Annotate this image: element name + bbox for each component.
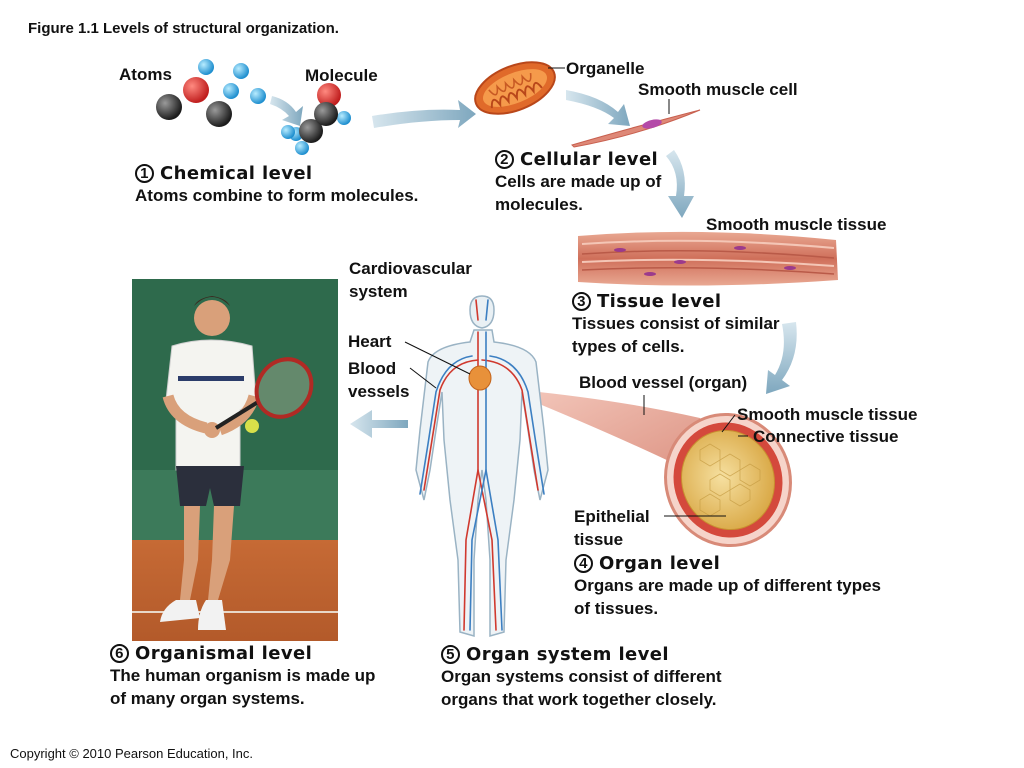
connective-tissue-label: Connective tissue [753, 427, 899, 446]
level-5-heading: 5 Organ system level [441, 644, 722, 665]
blood-vessel-illustration [520, 390, 792, 548]
molecule-label: Molecule [305, 66, 378, 85]
level-2-number: 2 [495, 150, 514, 169]
level-2-description-line1: Cells are made up of [495, 172, 662, 191]
level-1-number: 1 [135, 164, 154, 183]
level-3-title: Tissue level [597, 291, 722, 312]
level-4-description-line2: of tissues. [574, 599, 659, 618]
level-3-block: 3 Tissue level Tissues consist of simila… [572, 291, 780, 358]
atoms-label: Atoms [119, 65, 172, 84]
level-3-heading: 3 Tissue level [572, 291, 780, 312]
level-3-description-line2: types of cells. [572, 337, 685, 356]
level-1-title: Chemical level [160, 163, 313, 184]
atoms-illustration [156, 59, 266, 127]
level-5-description-line1: Organ systems consist of different [441, 667, 722, 686]
atom-carbon [156, 94, 182, 120]
level-6-block: 6 Organismal level The human organism is… [110, 643, 375, 710]
molecule-illustration [281, 83, 351, 155]
atom-hydrogen [233, 63, 249, 79]
organelle-mitochondrion [474, 61, 556, 115]
level-6-title: Organismal level [135, 643, 313, 664]
smooth-muscle-leader-line [721, 414, 736, 433]
figure-title: Figure 1.1 Levels of structural organiza… [28, 20, 339, 37]
level-4-heading: 4 Organ level [574, 553, 881, 574]
level-4-description-line1: Organs are made up of different types [574, 576, 882, 595]
player-shorts [176, 466, 244, 506]
arrow-system-to-organism [350, 410, 408, 438]
level-6-description-line2: of many organ systems. [110, 689, 305, 708]
arrow-atoms-to-molecule [270, 96, 303, 126]
level-2-title: Cellular level [520, 149, 659, 170]
level-4-number: 4 [574, 554, 593, 573]
blood-vessel-organ-label: Blood vessel (organ) [579, 373, 748, 392]
smooth-muscle-cell-label: Smooth muscle cell [638, 80, 798, 99]
level-6-number: 6 [110, 644, 129, 663]
cell-nucleus [642, 119, 662, 129]
level-6-description-line1: The human organism is made up [110, 666, 376, 685]
tennis-player-photo [132, 279, 338, 641]
level-5-number: 5 [441, 645, 460, 664]
level-2-block: 2 Cellular level Cells are made up of mo… [495, 149, 661, 216]
arrow-molecule-to-organelle [372, 100, 476, 128]
level-1-heading: 1 Chemical level [135, 163, 418, 184]
level-1-block: 1 Chemical level Atoms combine to form m… [135, 163, 418, 207]
level-2-heading: 2 Cellular level [495, 149, 661, 170]
level-1-description: Atoms combine to form molecules. [135, 186, 419, 205]
player-head [194, 300, 230, 336]
level-3-description-line1: Tissues consist of similar [572, 314, 780, 333]
atom-hydrogen [250, 88, 266, 104]
smooth-muscle-tissue-label: Smooth muscle tissue [706, 215, 887, 234]
cardiovascular-system-label: Cardiovascular system [349, 259, 472, 301]
smooth-muscle-tissue-illustration [578, 231, 838, 286]
level-4-title: Organ level [599, 553, 721, 574]
level-6-heading: 6 Organismal level [110, 643, 375, 664]
vessel-smooth-muscle-label: Smooth muscle tissue [737, 405, 918, 424]
arrow-tissue-to-organ [766, 322, 797, 394]
arrow-organelle-to-cell [566, 90, 630, 126]
level-3-number: 3 [572, 292, 591, 311]
atom-oxygen [183, 77, 209, 103]
arrow-cell-to-tissue [666, 150, 694, 218]
level-2-description-line2: molecules. [495, 195, 583, 214]
epithelial-tissue-label: Epithelial tissue [574, 507, 650, 549]
blood-vessels-leader-line [409, 367, 437, 389]
blood-vessels-label: Blood vessels [348, 359, 410, 401]
atom-hydrogen [198, 59, 214, 75]
cardiovascular-system-figure [415, 295, 549, 637]
level-5-description-line2: organs that work together closely. [441, 690, 717, 709]
heart-label: Heart [348, 332, 392, 351]
atom-hydrogen [223, 83, 239, 99]
smooth-muscle-cell-illustration [571, 109, 701, 148]
atom-carbon [206, 101, 232, 127]
level-5-block: 5 Organ system level Organ systems consi… [441, 644, 722, 711]
heart-leader-line [404, 341, 471, 375]
level-5-title: Organ system level [466, 644, 669, 665]
level-4-block: 4 Organ level Organs are made up of diff… [574, 553, 881, 620]
organelle-label: Organelle [566, 59, 645, 78]
copyright-notice: Copyright © 2010 Pearson Education, Inc. [10, 746, 254, 761]
